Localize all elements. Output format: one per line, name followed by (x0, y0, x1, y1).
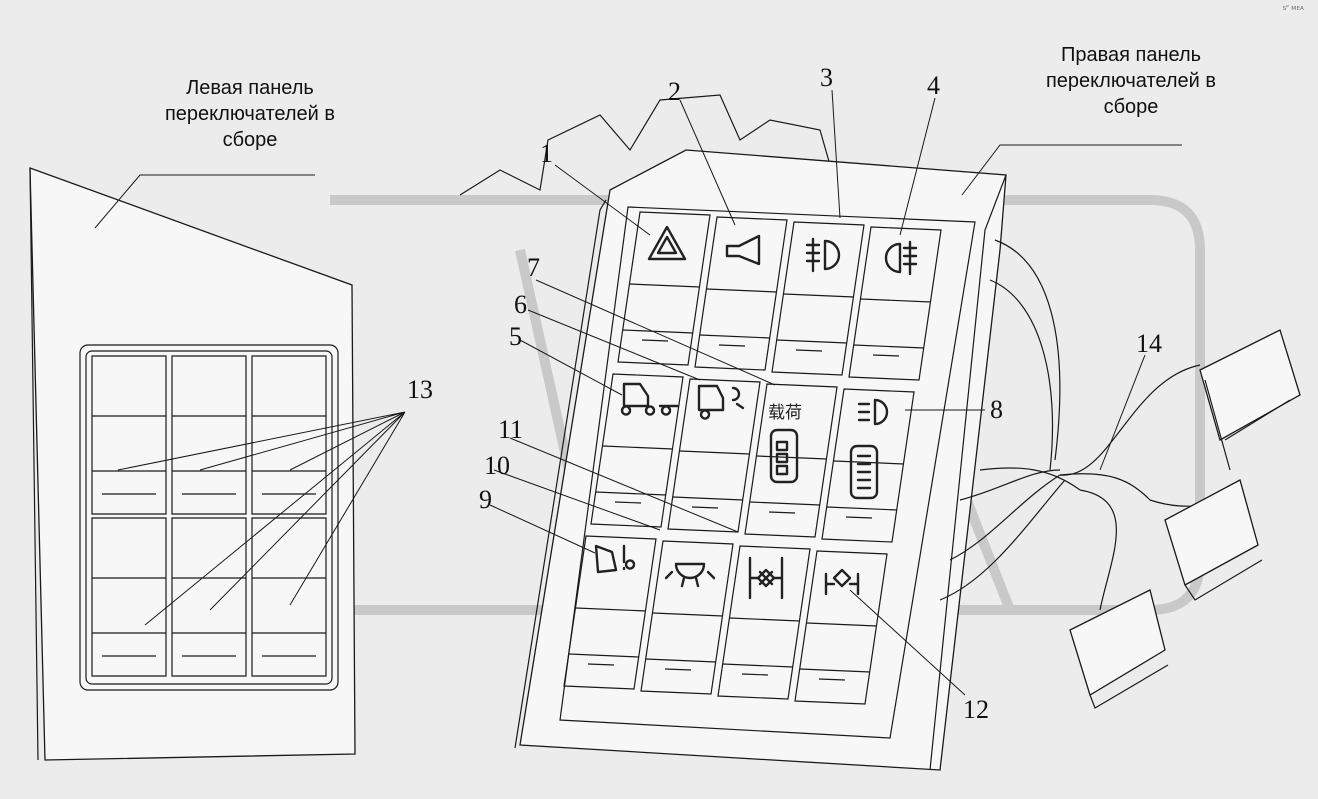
cell-divider (652, 612, 724, 617)
cell-divider (722, 663, 794, 668)
callout-7: 7 (527, 253, 540, 282)
right-switch-cell (640, 540, 734, 695)
callout-9: 9 (479, 485, 492, 514)
load-switch-label: 载荷 (768, 403, 802, 423)
cell-divider (614, 501, 642, 504)
cab-tilt-warning-icon (594, 544, 636, 574)
cell-divider (691, 506, 719, 509)
cell-divider (672, 496, 744, 501)
headlight-icon (857, 398, 889, 426)
axle-lock-icon (824, 568, 860, 596)
rear-fog-light-icon (884, 240, 918, 276)
cell-divider (718, 344, 746, 347)
right-switch-cell (848, 226, 942, 381)
gear-outline (459, 94, 841, 201)
right-switch-panel (514, 149, 1007, 771)
cell-divider (645, 658, 717, 663)
cell-divider (587, 663, 615, 666)
cell-divider (768, 511, 796, 514)
left-switch-cell (171, 355, 247, 515)
right-caption-line-1: Правая панель (1060, 44, 1202, 66)
rocker-window (849, 444, 879, 500)
cell-divider (602, 445, 674, 450)
cell-divider (741, 673, 769, 676)
load-indicator (769, 428, 799, 484)
callout-12: 12 (963, 695, 989, 724)
left-panel-caption: Левая панель переключателей в сборе (130, 75, 370, 153)
connector-top (1199, 329, 1301, 471)
right-switch-cell (794, 550, 888, 705)
cell-divider (806, 622, 878, 627)
cell-divider (833, 460, 905, 465)
cell-divider (853, 344, 925, 349)
cell-divider (729, 617, 801, 622)
callout-5: 5 (509, 322, 522, 351)
callout-11: 11 (498, 415, 523, 444)
cell-divider (799, 668, 871, 673)
cell-divider (568, 653, 640, 658)
callout-13: 13 (407, 375, 433, 404)
right-switch-cell (821, 388, 915, 543)
left-caption-line-1: Левая панель (186, 77, 314, 99)
left-switch-cell (171, 517, 247, 677)
cell-divider (664, 668, 692, 671)
left-switch-cell (91, 517, 167, 677)
diff-lock-icon (748, 556, 784, 600)
right-switch-cell (717, 545, 811, 700)
callout-14: 14 (1136, 329, 1162, 358)
cell-divider (776, 339, 848, 344)
cell-divider (699, 334, 771, 339)
right-panel-caption: Правая панель переключателей в сборе (1006, 42, 1256, 120)
front-fog-light-icon (805, 237, 841, 273)
left-switch-cell (91, 355, 167, 515)
callout-4: 4 (927, 71, 940, 100)
cell-divider (595, 491, 667, 496)
cell-divider (622, 329, 694, 334)
cell-divider (845, 516, 873, 519)
connector-bottom (1069, 589, 1169, 709)
cell-divider (756, 455, 828, 460)
left-switch-panel (29, 167, 356, 761)
cell-divider (706, 288, 778, 293)
right-switch-cell (563, 535, 657, 690)
corner-mark: sᴾ ᴍᴇᴀ (1282, 4, 1304, 12)
callout-8: 8 (990, 395, 1003, 424)
cell-divider (641, 339, 669, 342)
right-switch-cell (617, 211, 711, 366)
cell-divider (783, 293, 855, 298)
cab-lamp-icon (697, 384, 745, 420)
left-switch-cell (251, 355, 327, 515)
cell-divider (860, 298, 932, 303)
cell-divider (872, 354, 900, 357)
callout-2: 2 (668, 77, 681, 106)
cell-divider (679, 450, 751, 455)
leader-lines (94, 89, 1182, 696)
callout-6: 6 (514, 290, 527, 319)
cell-divider (818, 678, 846, 681)
right-switch-cell (694, 216, 788, 371)
cell-divider (629, 283, 701, 288)
left-caption-line-3: сборе (222, 129, 278, 151)
cell-divider (749, 501, 821, 506)
left-caption-line-2: переключателей в (164, 103, 336, 125)
callout-10: 10 (484, 451, 510, 480)
connector-middle (1164, 479, 1263, 601)
left-switch-cell (251, 517, 327, 677)
horn-icon (725, 234, 761, 266)
right-switch-cell (744, 383, 838, 538)
callout-numbers: 1 2 3 4 5 6 7 8 9 10 11 12 13 14 (407, 63, 1162, 724)
truck-work-light-icon (620, 382, 680, 416)
right-caption-line-2: переключателей в (1045, 70, 1217, 92)
cell-divider (826, 506, 898, 511)
right-switch-cell (771, 221, 865, 376)
callout-1: 1 (540, 139, 553, 168)
cell-divider (575, 607, 647, 612)
work-lamp-icon (664, 562, 716, 588)
hazard-icon (647, 225, 687, 261)
cell-divider (795, 349, 823, 352)
callout-3: 3 (820, 63, 833, 92)
right-caption-line-3: сборе (1103, 96, 1159, 118)
